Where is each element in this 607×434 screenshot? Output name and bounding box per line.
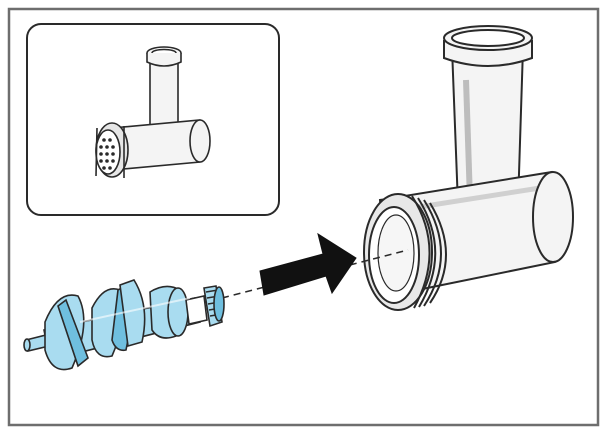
inset-mincing-plate-holes	[99, 138, 115, 170]
inset-assembled-grinder-icon	[95, 46, 211, 178]
auger-screw-icon	[23, 279, 225, 371]
insert-direction-arrow-icon	[259, 232, 357, 296]
